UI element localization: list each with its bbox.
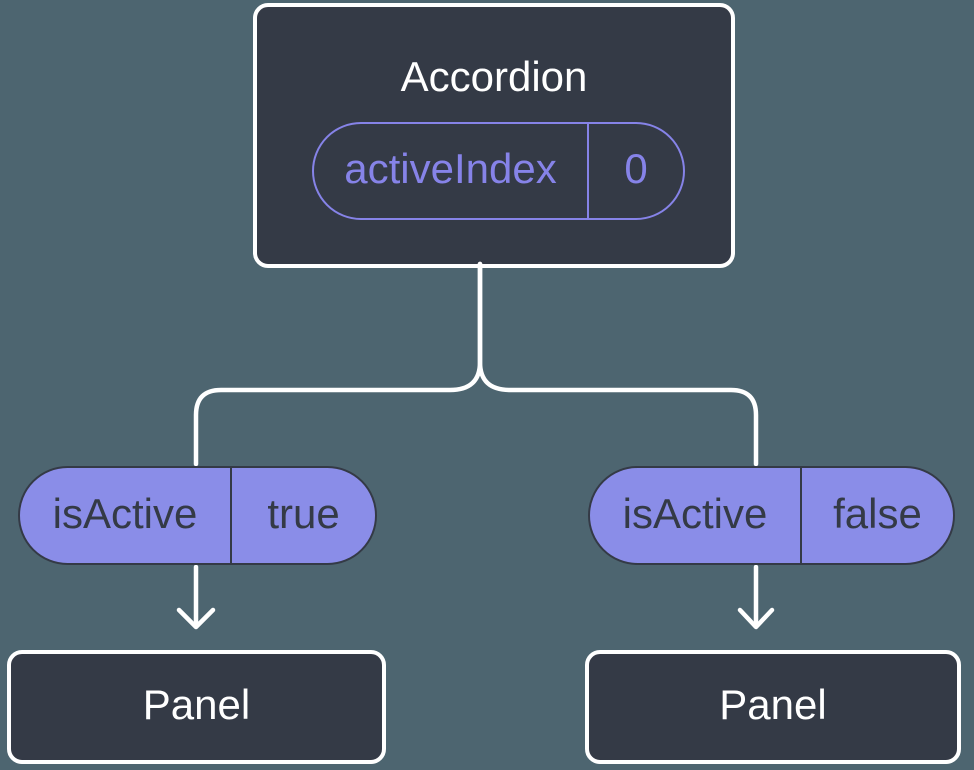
left-prop-value: true <box>267 489 340 537</box>
accordion-node-title: Accordion <box>400 53 588 100</box>
state-pill-value: 0 <box>624 145 648 192</box>
arrow-left-head-icon <box>176 607 216 630</box>
accordion-state-pill: activeIndex 0 <box>312 122 685 220</box>
left-panel-node: Panel <box>7 650 386 764</box>
left-panel-label: Panel <box>142 681 251 728</box>
left-prop-name: isActive <box>20 468 232 563</box>
branch-right-line <box>477 261 759 467</box>
accordion-node: Accordion activeIndex 0 <box>253 3 735 268</box>
branch-left-line <box>193 261 483 467</box>
arrow-right-head-icon <box>737 607 775 630</box>
right-prop-pill: isActive false <box>588 466 955 565</box>
right-prop-value: false <box>833 489 922 537</box>
state-pill-name: activeIndex <box>314 124 589 218</box>
left-prop-pill: isActive true <box>18 466 377 565</box>
right-panel-node: Panel <box>585 650 961 764</box>
right-prop-name: isActive <box>590 468 802 563</box>
right-panel-label: Panel <box>719 681 827 728</box>
